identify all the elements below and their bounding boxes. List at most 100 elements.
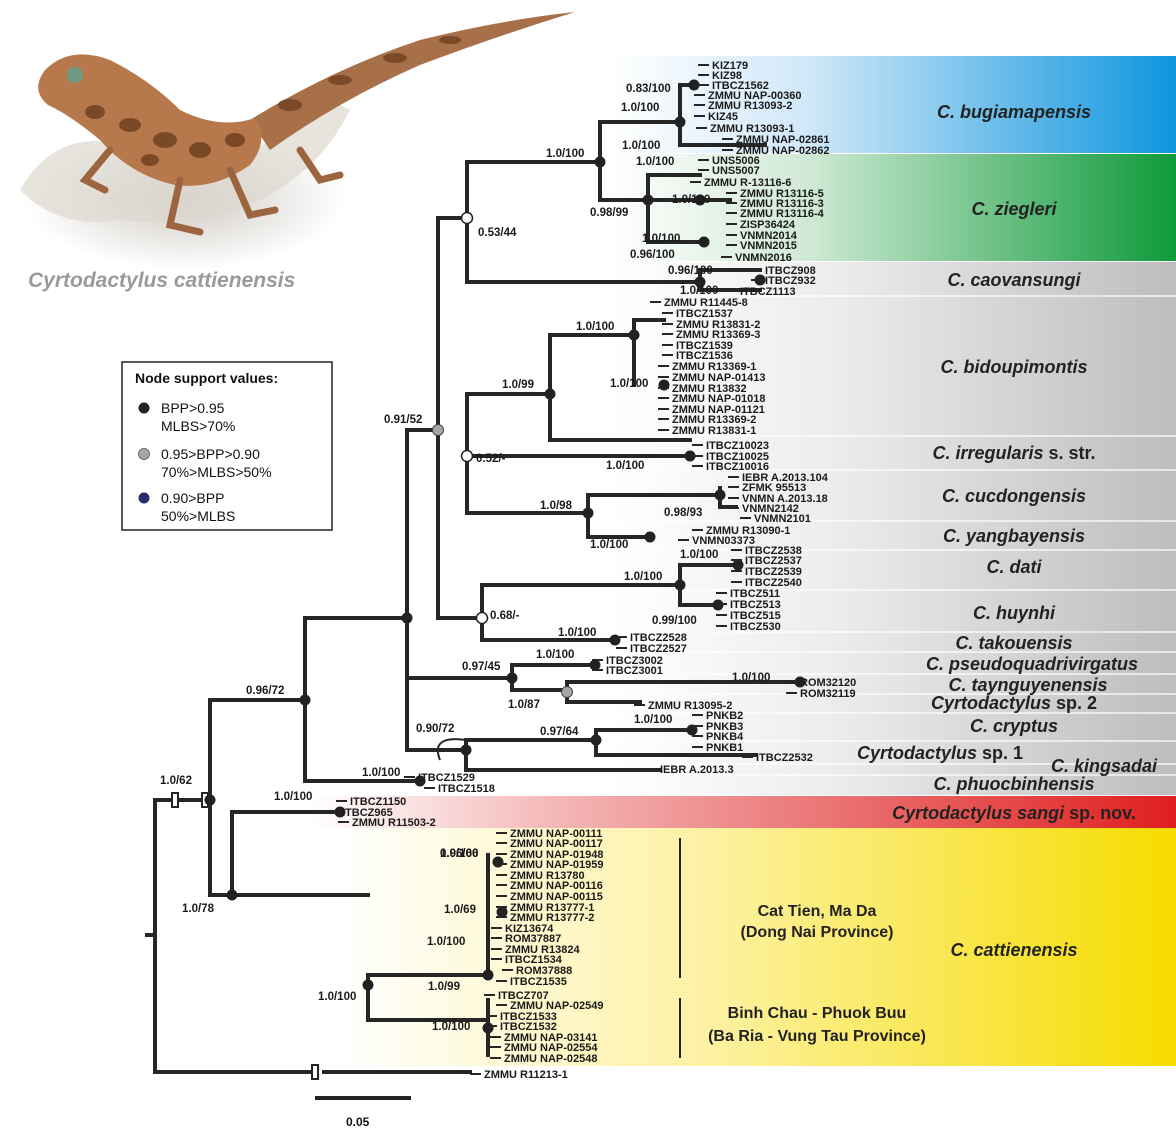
support-value-label: 1.0/100: [576, 321, 614, 333]
node-dot-black: [205, 795, 216, 806]
node-dot-black: [733, 560, 744, 571]
support-value-label: 1.0/100: [672, 194, 710, 206]
node-dot-black: [675, 580, 686, 591]
node-dot-black: [590, 660, 601, 671]
clade-name: C. cucdongensis: [942, 486, 1086, 506]
support-value-label: 0.68/-: [490, 610, 520, 622]
support-value-label: 1.0/100: [610, 378, 648, 390]
support-value-label: 0.96/100: [668, 265, 713, 277]
support-value-label: 0.96/66: [440, 848, 478, 860]
node-dot-black: [483, 1023, 494, 1034]
tip-label: VNMN2015: [740, 240, 797, 252]
tip-label: ITBCZ3001: [606, 665, 663, 677]
support-value-label: 1.0/100: [362, 767, 400, 779]
clade-label: C. takouensis: [955, 633, 1072, 653]
node-dot-black: [363, 980, 374, 991]
clade-name: C. dati: [986, 557, 1042, 577]
clade-label: C. bugiamapensis: [937, 102, 1091, 122]
legend-black-dot-icon: [139, 403, 150, 414]
legend-item-2-line1: 0.95>BPP>0.90: [161, 446, 260, 462]
node-dot-black: [545, 389, 556, 400]
scale-bar: 0.05: [315, 1098, 411, 1128]
legend-navy-dot-icon: [139, 493, 150, 504]
tip-label: ITBCZ530: [730, 621, 781, 633]
tip-label: VNMN2101: [754, 513, 811, 525]
clade-label: C. irregularis s. str.: [932, 443, 1095, 463]
support-value-label: 1.0/100: [558, 627, 596, 639]
tip-label: ITBCZ2527: [630, 643, 687, 655]
clade-label: C. caovansungi: [947, 270, 1081, 290]
band-ziegleri: [612, 154, 1176, 261]
support-value-label: 1.0/100: [427, 936, 465, 948]
node-dot-grey: [562, 687, 573, 698]
tip-label: UNS5007: [712, 165, 760, 177]
clade-name: Cyrtodactylus: [931, 693, 1051, 713]
clade-label: C. huynhi: [973, 603, 1056, 623]
clade-name: C. kingsadai: [1051, 756, 1158, 776]
support-value-label: 1.0/99: [502, 379, 534, 391]
clade-suffix: sp. 2: [1051, 693, 1097, 713]
tip-label: PNKB1: [706, 742, 743, 754]
support-value-label: 1.0/100: [546, 148, 584, 160]
support-value-label: 0.53/44: [478, 227, 517, 239]
tip-label: ITBCZ1518: [438, 783, 495, 795]
node-support-legend: Node support values: BPP>0.95 MLBS>70% 0…: [122, 362, 332, 530]
support-value-label: 0.98/99: [590, 207, 628, 219]
clade-label: C. bidoupimontis: [941, 357, 1088, 377]
support-value-label: 1.0/100: [590, 539, 628, 551]
locality-1-line2: (Dong Nai Province): [741, 924, 894, 941]
node-dot-black: [300, 695, 311, 706]
tip-label: ITBCZ1535: [510, 976, 567, 988]
support-value-label: 0.91/52: [384, 414, 422, 426]
support-value-label: 0.83/100: [626, 83, 671, 95]
clade-label: C. kingsadai: [1051, 756, 1158, 776]
node-dot-black: [699, 237, 710, 248]
support-value-label: 1.0/100: [621, 102, 659, 114]
support-value-label: 0.52/-: [476, 453, 506, 465]
clade-name: C. bidoupimontis: [941, 357, 1088, 377]
node-dot-black: [507, 673, 518, 684]
node-dot-black: [595, 157, 606, 168]
clade-name: C. huynhi: [973, 603, 1056, 623]
support-value-label: 1.0/69: [444, 904, 476, 916]
support-value-label: 1.0/78: [182, 903, 215, 915]
scale-bar-label: 0.05: [346, 1115, 370, 1128]
tip-label: ZMMU R11213-1: [484, 1069, 568, 1081]
support-value-label: 0.90/72: [416, 723, 454, 735]
support-value-label: 1.0/100: [432, 1021, 470, 1033]
clade-name: C. takouensis: [955, 633, 1072, 653]
support-value-label: 0.99/100: [652, 615, 697, 627]
tip-label: ZMMU R11503-2: [352, 817, 436, 829]
clade-name: C. cattienensis: [950, 940, 1077, 960]
clade-name: C. pseudoquadrivirgatus: [926, 654, 1138, 674]
legend-grey-dot-icon: [139, 449, 150, 460]
node-dot-black: [402, 613, 413, 624]
clade-name: C. yangbayensis: [943, 526, 1085, 546]
tip-label: ROM32119: [800, 688, 856, 700]
node-dot-white: [462, 213, 473, 224]
support-value-label: 1.0/100: [680, 285, 718, 297]
support-value-label: 1.0/100: [274, 791, 312, 803]
node-dot-black: [591, 735, 602, 746]
clade-label: Cyrtodactylus sangi sp. nov.: [892, 803, 1136, 823]
support-value-label: 1.0/100: [732, 672, 770, 684]
clade-name: Cyrtodactylus sangi: [892, 803, 1065, 823]
tip-label: IEBR A.2013.3: [660, 764, 734, 776]
node-dot-black: [645, 532, 656, 543]
clade-label: Cyrtodactylus sp. 2: [931, 693, 1097, 713]
clade-label: C. taynguyenensis: [948, 675, 1107, 695]
tip-label: ZMMU NAP-02548: [504, 1053, 598, 1065]
support-value-label: 1.0/99: [428, 981, 460, 993]
legend-item-3-line2: 50%>MLBS: [161, 508, 235, 524]
tip-label: ITBCZ2532: [756, 752, 813, 764]
clade-suffix: s. str.: [1044, 443, 1096, 463]
node-dot-black: [715, 490, 726, 501]
tip-label: ITBCZ1113: [740, 286, 796, 298]
clade-name: Cyrtodactylus: [857, 743, 977, 763]
tip-label: KIZ45: [708, 111, 738, 123]
support-value-label: 1.0/100: [624, 571, 662, 583]
gecko-photo: Cyrtodactylus cattienensis: [20, 12, 575, 292]
support-value-label: 1.0/100: [642, 233, 680, 245]
clade-label: C. cryptus: [970, 716, 1058, 736]
clade-name: C. taynguyenensis: [948, 675, 1107, 695]
